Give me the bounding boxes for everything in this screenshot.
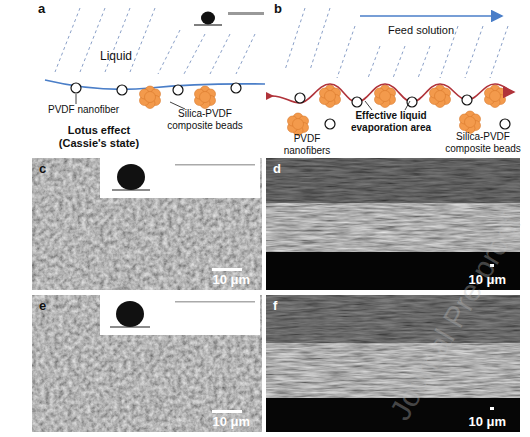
leader-line: [405, 101, 410, 110]
scale-bar: [212, 268, 242, 271]
watermark: Journal Pre-proof: [383, 208, 529, 426]
water-droplet: [201, 12, 215, 25]
state-label: Lotus effect (Cassie's state): [45, 124, 153, 149]
liquid-interface: [272, 84, 514, 103]
panel-letter: f: [273, 299, 277, 313]
scale-label: 10 μm: [212, 273, 250, 287]
scale-bar: [490, 407, 494, 410]
panel-letter: b: [274, 2, 282, 17]
composite-bead: [485, 85, 506, 108]
part-label: Silica-PVDF composite beads: [440, 131, 526, 154]
panel-letter: e: [39, 299, 46, 313]
dashed-line: [393, 46, 405, 78]
leader-lines-b: [365, 101, 410, 110]
nanofiber: [325, 119, 335, 129]
nanofiber: [231, 83, 241, 93]
leader-line: [365, 101, 372, 110]
part-label: PVDF nanofibers: [272, 133, 342, 156]
shadow-region: [266, 158, 520, 203]
contact-angle-inset: [100, 295, 260, 335]
sem-panel: c 10 μm: [32, 158, 262, 290]
inset-frame: [100, 158, 260, 198]
scale-strip: [228, 12, 264, 15]
scale-label: 10 μm: [468, 273, 506, 287]
dashed-line: [236, 34, 255, 74]
scale-bar: [212, 410, 242, 413]
arrow-head: [266, 92, 274, 100]
nanofiber: [407, 97, 417, 107]
composite-bead: [375, 85, 396, 108]
beads-b: [288, 85, 506, 136]
dashed-line: [285, 8, 305, 70]
composite-bead: [460, 111, 481, 134]
area-label: Effective liquid evaporation area: [345, 110, 437, 133]
dashed-line: [130, 8, 155, 72]
part-label: PVDF nanofiber: [48, 104, 119, 116]
nanofiber: [71, 83, 81, 93]
nanofiber: [117, 85, 127, 95]
dashed-line: [310, 8, 330, 70]
inset-line: [175, 301, 255, 303]
sem-panel: f 10 μm: [266, 295, 520, 432]
inset-frame: [100, 295, 260, 335]
composite-bead: [140, 86, 161, 109]
composite-bead: [195, 86, 216, 109]
composite-bead: [288, 113, 309, 136]
dashed-line: [210, 34, 230, 74]
composite-bead: [320, 85, 341, 108]
leader-line: [76, 94, 77, 104]
nanofiber: [500, 119, 510, 129]
contact-angle-inset: [100, 158, 260, 198]
sem-panel: d 10 μm: [266, 158, 520, 290]
sem-panel: e 10 μm: [32, 295, 262, 432]
dashed-line: [55, 8, 80, 72]
leader-line: [170, 102, 185, 109]
rain-lines: [55, 8, 255, 74]
flow-arrow: [360, 15, 502, 17]
inset-line: [175, 164, 255, 166]
beads-a: [140, 86, 216, 109]
water-droplet: [117, 164, 145, 190]
dashed-line: [337, 26, 355, 78]
sem-image: [32, 295, 262, 432]
flow-label: Feed solution: [388, 24, 454, 37]
water-droplet: [116, 301, 144, 327]
dashed-line: [158, 30, 180, 74]
dashed-line: [490, 26, 508, 78]
panel-letter: d: [273, 162, 281, 176]
dashed-line: [368, 46, 380, 78]
region-label: Liquid: [100, 50, 132, 64]
fibers-a: [71, 83, 241, 95]
rain-lines: [285, 8, 508, 78]
nanofiber: [352, 97, 362, 107]
panel-letter: c: [39, 162, 46, 176]
droplet-inset: [194, 12, 264, 26]
dashed-line: [184, 34, 205, 74]
nanofiber: [295, 93, 305, 103]
panel-letter: a: [38, 2, 45, 17]
part-label: Silica-PVDF composite beads: [160, 108, 250, 131]
dashed-line: [465, 26, 483, 78]
nanofiber: [173, 85, 183, 95]
dashed-line: [418, 46, 430, 78]
nanofiber: [462, 95, 472, 105]
sem-image: [32, 158, 262, 290]
scale-label: 10 μm: [212, 415, 250, 429]
scale-label: 10 μm: [468, 415, 506, 429]
composite-bead: [430, 85, 451, 108]
